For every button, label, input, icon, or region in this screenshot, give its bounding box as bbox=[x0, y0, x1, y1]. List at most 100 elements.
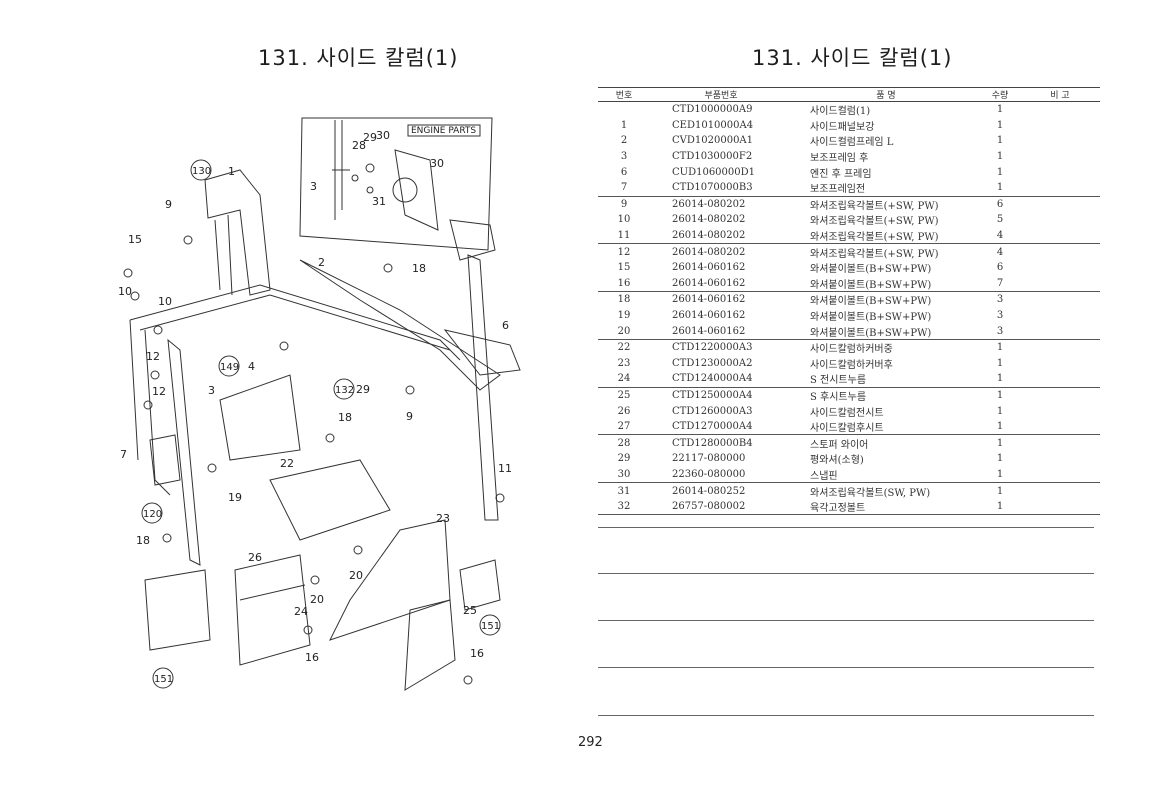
bolt-icon bbox=[353, 545, 363, 555]
panel-25 bbox=[404, 599, 456, 691]
cell-part-number: CVD1020000A1 bbox=[672, 135, 754, 147]
cell-no: 23 bbox=[617, 357, 631, 369]
cell-no: 19 bbox=[617, 310, 631, 322]
cell-no: 25 bbox=[617, 389, 631, 401]
cell-remarks bbox=[1020, 196, 1100, 212]
cell-remarks bbox=[1020, 435, 1100, 451]
bolt-icon bbox=[153, 325, 163, 335]
cell-part-number: 26014-080202 bbox=[672, 214, 746, 226]
callout: 4 bbox=[248, 360, 255, 373]
bolt-icon bbox=[130, 291, 140, 301]
frame-post-3 bbox=[167, 338, 201, 566]
cell-part-name: 육각고정볼트 bbox=[792, 498, 980, 516]
callout: 23 bbox=[436, 512, 450, 525]
cell-quantity: 1 bbox=[980, 466, 1020, 484]
cell-remarks bbox=[1020, 308, 1100, 324]
exploded-parts-diagram: ENGINE PARTS bbox=[100, 100, 580, 720]
cell-quantity: 4 bbox=[996, 246, 1004, 258]
inset-bolt bbox=[351, 174, 359, 182]
cell-no: 6 bbox=[620, 166, 628, 178]
cell-part-number: 26014-080252 bbox=[672, 485, 746, 497]
cell-remarks bbox=[1020, 164, 1100, 180]
blank-row-rule bbox=[598, 527, 1094, 528]
cell-remarks bbox=[1020, 179, 1100, 197]
cell-remarks bbox=[1020, 260, 1100, 276]
cell-part-number: CTD1000000A9 bbox=[672, 104, 753, 116]
callout: 19 bbox=[228, 491, 242, 504]
cell-no: 24 bbox=[598, 371, 650, 388]
cell-quantity: 3 bbox=[996, 310, 1004, 322]
cell-remarks bbox=[1020, 292, 1100, 308]
callout: 18 bbox=[412, 262, 426, 275]
cell-no: 15 bbox=[617, 262, 631, 274]
cell-remarks bbox=[1020, 498, 1100, 516]
cell-part-number: 26014-080202 bbox=[672, 198, 746, 210]
cell-remarks bbox=[1020, 339, 1100, 355]
circled-ref-marker bbox=[333, 378, 355, 400]
cell-part-name: 사이드컬럼(1) bbox=[810, 106, 871, 118]
cell-quantity: 5 bbox=[996, 214, 1004, 226]
cell-part-number: CTD1240000A4 bbox=[650, 371, 792, 388]
bolt-icon bbox=[303, 625, 313, 635]
frame-rail-top-inner bbox=[139, 294, 451, 351]
circled-ref-marker bbox=[190, 159, 212, 181]
inset-bolt bbox=[365, 163, 375, 173]
cell-quantity: 3 bbox=[980, 323, 1020, 340]
bolt-icon bbox=[143, 400, 153, 410]
cell-part-number: 26014-060162 bbox=[672, 262, 746, 274]
callout: 6 bbox=[502, 319, 509, 332]
cell-quantity: 1 bbox=[996, 437, 1004, 449]
header-part-number: 부품번호 bbox=[650, 87, 792, 102]
cell-part-number: CED1010000A4 bbox=[672, 119, 754, 131]
callout: 22 bbox=[280, 457, 294, 470]
bolt-icon bbox=[162, 533, 172, 543]
inset-caption-box bbox=[407, 124, 481, 137]
cell-part-number: 26014-080202 bbox=[650, 227, 792, 245]
engine-parts-inset-frame bbox=[299, 117, 493, 251]
cell-part-name: 와셔조립육각볼트(+SW, PW) bbox=[810, 216, 939, 228]
circled-ref-marker bbox=[141, 502, 163, 524]
callout: 25 bbox=[463, 604, 477, 617]
cell-no: 28 bbox=[617, 437, 631, 449]
circled-ref-marker bbox=[152, 667, 174, 689]
frame-post-6 bbox=[467, 254, 499, 521]
frame-upper-left bbox=[204, 169, 271, 296]
frame-bracket bbox=[214, 214, 233, 296]
cell-part-name: 보조프레임전 bbox=[792, 179, 980, 197]
bolt-icon bbox=[123, 268, 133, 278]
cell-no: 10 bbox=[617, 214, 631, 226]
callout: 26 bbox=[248, 551, 262, 564]
cell-quantity: 1 bbox=[980, 371, 1020, 388]
cell-remarks bbox=[1020, 102, 1100, 118]
panel-26 bbox=[234, 554, 311, 666]
cell-part-number: CUD1060000D1 bbox=[672, 166, 756, 178]
cell-quantity: 1 bbox=[980, 179, 1020, 197]
inset-caption: ENGINE PARTS bbox=[411, 126, 476, 136]
inset-engine-plate bbox=[394, 149, 439, 231]
frame-bracket-6-top bbox=[449, 219, 496, 261]
callout: 30 bbox=[376, 129, 390, 142]
cell-part-name: 와셔조립육각볼트(+SW, PW) bbox=[810, 248, 939, 260]
header-no: 번호 bbox=[598, 87, 650, 102]
header-part-name: 품 명 bbox=[792, 87, 980, 102]
table-row: 10 26014-080202 와셔조립육각볼트(+SW, PW) 5 bbox=[598, 212, 1100, 228]
page-number: 292 bbox=[578, 735, 603, 750]
cell-no: 26 bbox=[617, 405, 631, 417]
bolt-icon bbox=[310, 575, 320, 585]
cell-no: 1 bbox=[620, 119, 628, 131]
bolt-icon bbox=[183, 235, 193, 245]
cell-remarks bbox=[1020, 275, 1100, 293]
bracket-7 bbox=[149, 434, 181, 486]
